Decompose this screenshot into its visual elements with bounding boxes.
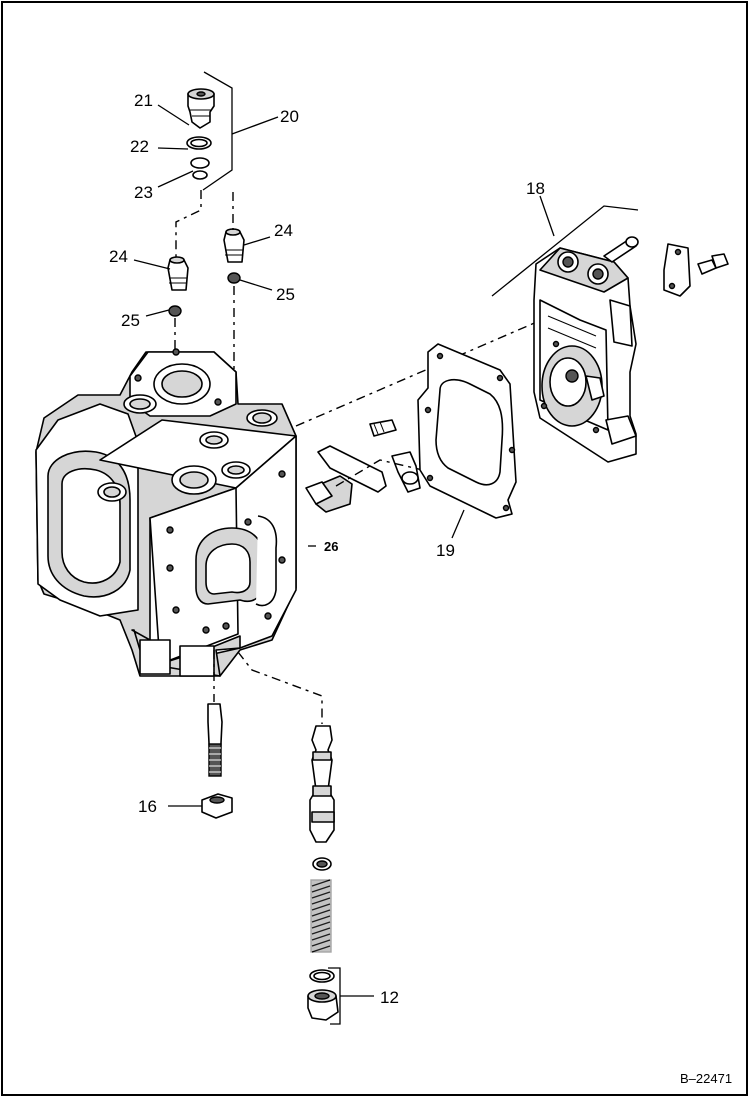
figure-reference: B–22471 (680, 1071, 732, 1086)
plug-24-left (167, 259, 189, 291)
relief-valve-assembly-20 (157, 71, 279, 191)
callout-22: 22 (130, 137, 149, 156)
callout-25-left: 25 (121, 311, 140, 330)
control-linkage-26 (305, 419, 441, 547)
gasket-19 (417, 343, 517, 539)
callout-25-right: 25 (276, 285, 295, 304)
callout-20: 20 (280, 107, 299, 126)
hardware-group (603, 236, 729, 297)
o-ring-23b (192, 170, 208, 180)
callout-24-right: 24 (274, 221, 293, 240)
callout-16: 16 (138, 797, 157, 816)
seal-25-right (227, 272, 241, 284)
spool-assembly-12 (307, 725, 374, 1025)
seal-25-left (168, 305, 182, 317)
callout-12: 12 (380, 988, 399, 1007)
callout-23: 23 (134, 183, 153, 202)
bracket (663, 243, 691, 297)
callout-24-left: 24 (109, 247, 128, 266)
cartridge-hex (196, 91, 206, 97)
spool (309, 725, 335, 843)
valve-cartridge-21 (187, 93, 215, 129)
alignment-lines-bottom (213, 317, 547, 724)
callout-26: 26 (324, 539, 338, 554)
callout-19: 19 (436, 541, 455, 560)
o-ring-23 (190, 157, 210, 169)
callout-21: 21 (134, 91, 153, 110)
plug-24-right (223, 231, 245, 263)
control-valve-18 (491, 195, 639, 463)
pump-housing (35, 348, 297, 677)
callout-18: 18 (526, 179, 545, 198)
stud-16 (168, 703, 233, 819)
bracket-20 (202, 71, 233, 191)
nut (711, 253, 729, 269)
spring (310, 879, 332, 953)
plug-group-24-25 (133, 228, 273, 317)
callout-labels: 21 20 22 23 24 24 25 25 18 26 19 16 12 (109, 91, 545, 1007)
